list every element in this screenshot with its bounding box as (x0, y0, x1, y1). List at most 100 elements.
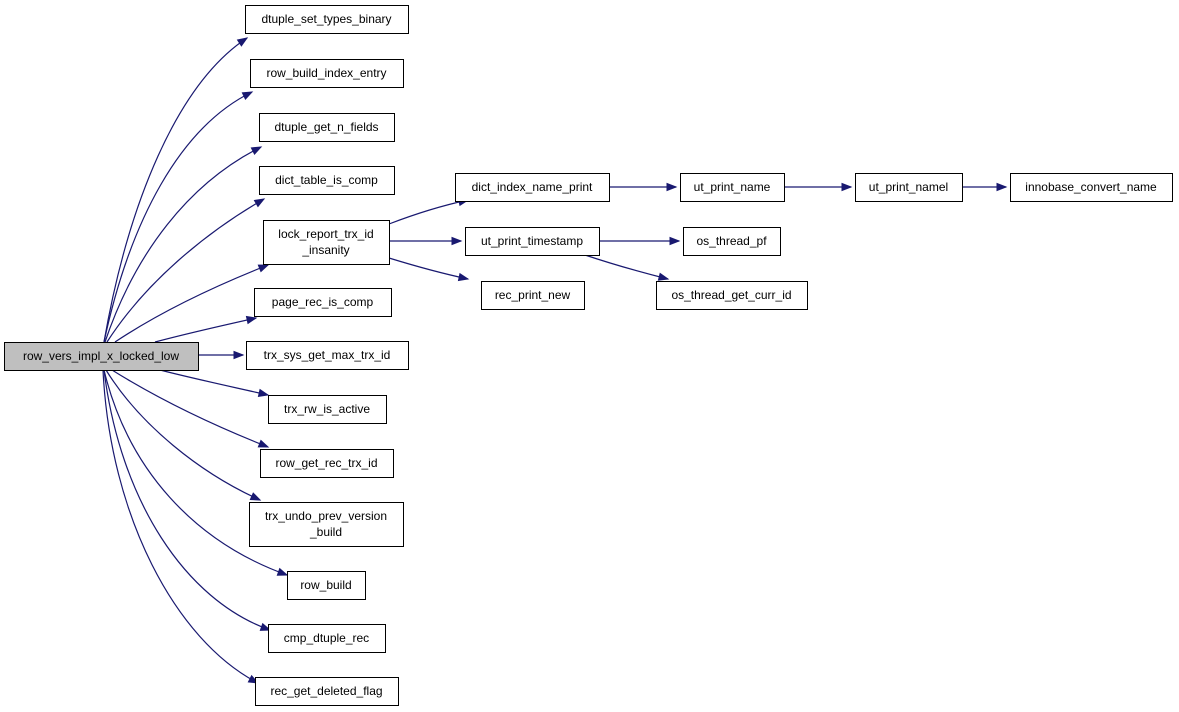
node-label: lock_report_trx_id (278, 227, 373, 241)
arrowhead-root-n10 (249, 492, 262, 501)
call-edges (102, 37, 1008, 684)
node-label: row_vers_impl_x_locked_low (23, 349, 179, 363)
root-function-node[interactable]: row_vers_impl_x_locked_low (4, 342, 199, 371)
edge-root-n9 (111, 369, 269, 448)
arrowhead-n17-n18 (841, 182, 853, 192)
node-label: page_rec_is_comp (272, 295, 374, 309)
node-label: row_build_index_entry (266, 66, 386, 80)
node-box (481, 281, 585, 310)
arrowhead-root-n4 (253, 198, 266, 208)
node-box (246, 341, 409, 370)
function-node[interactable]: cmp_dtuple_rec (268, 624, 386, 653)
arrowhead-root-n11 (276, 567, 289, 576)
node-label: dict_index_name_print (472, 180, 593, 194)
node-label: cmp_dtuple_rec (284, 631, 369, 645)
edge-root-n2 (103, 91, 253, 343)
node-label: dtuple_set_types_binary (261, 12, 391, 26)
function-node[interactable]: trx_rw_is_active (268, 395, 387, 424)
function-node[interactable]: row_build_index_entry (250, 59, 404, 88)
edge-root-n4 (106, 198, 265, 343)
node-label: rec_print_new (495, 288, 571, 302)
function-node[interactable]: page_rec_is_comp (254, 288, 392, 317)
function-node[interactable]: trx_sys_get_max_trx_id (246, 341, 409, 370)
edge-root-n13 (102, 369, 259, 684)
function-node[interactable]: ut_print_timestamp (465, 227, 600, 256)
arrowhead-root-n8 (257, 388, 270, 398)
node-label: ut_print_timestamp (481, 234, 583, 248)
function-node[interactable]: os_thread_pf (683, 227, 781, 256)
arrowhead-root-n9 (257, 439, 270, 448)
node-box (263, 220, 390, 265)
edge-root-n12 (103, 369, 271, 631)
node-box (656, 281, 808, 310)
arrowhead-root-n1 (236, 37, 249, 47)
function-node[interactable]: rec_print_new (481, 281, 585, 310)
edge-n5-n16 (388, 257, 469, 280)
node-label: rec_get_deleted_flag (270, 684, 382, 698)
edge-root-n1 (103, 37, 248, 343)
node-label: dtuple_get_n_fields (274, 120, 378, 134)
node-label: os_thread_pf (696, 234, 767, 248)
node-box (455, 173, 610, 202)
function-node[interactable]: row_get_rec_trx_id (260, 449, 394, 478)
node-box (259, 113, 395, 142)
node-box (249, 502, 404, 547)
edge-n5-n14 (388, 199, 469, 225)
node-box (4, 342, 199, 371)
node-label: trx_rw_is_active (284, 402, 370, 416)
edge-root-n3 (104, 146, 262, 343)
node-label: row_get_rec_trx_id (275, 456, 377, 470)
node-box (465, 227, 600, 256)
edge-root-n8 (159, 369, 269, 396)
arrowhead-n15-n21 (657, 272, 670, 281)
node-box (259, 166, 395, 195)
function-node[interactable]: trx_undo_prev_version _build (249, 502, 404, 547)
function-nodes: row_vers_impl_x_locked_low dtuple_set_typ… (4, 5, 1173, 706)
function-node[interactable]: innobase_convert_name (1010, 173, 1173, 202)
function-node[interactable]: rec_get_deleted_flag (255, 677, 399, 706)
node-box (268, 624, 386, 653)
function-node[interactable]: dict_table_is_comp (259, 166, 395, 195)
node-label: _build (309, 525, 342, 539)
function-node[interactable]: lock_report_trx_id _insanity (263, 220, 390, 265)
node-box (683, 227, 781, 256)
arrowhead-n5-n15 (451, 236, 463, 246)
arrowhead-n5-n16 (457, 272, 470, 282)
function-node[interactable]: ut_print_namel (855, 173, 963, 202)
node-label: trx_sys_get_max_trx_id (264, 348, 391, 362)
node-box (260, 449, 394, 478)
arrowhead-root-n2 (241, 91, 254, 100)
arrowhead-root-n3 (250, 146, 263, 156)
node-label: row_build (300, 578, 351, 592)
function-node[interactable]: os_thread_get_curr_id (656, 281, 808, 310)
arrowhead-n14-n17 (666, 182, 678, 192)
edge-root-n5 (114, 264, 269, 343)
node-box (680, 173, 785, 202)
node-label: trx_undo_prev_version (265, 509, 387, 523)
node-box (855, 173, 963, 202)
node-box (268, 395, 387, 424)
arrowhead-root-n7 (233, 350, 245, 360)
edge-root-n6 (154, 317, 257, 343)
arrowhead-n18-n19 (996, 182, 1008, 192)
node-box (287, 571, 366, 600)
arrowhead-root-n6 (245, 315, 258, 325)
arrowhead-root-n5 (257, 264, 270, 273)
node-box (254, 288, 392, 317)
node-box (1010, 173, 1173, 202)
arrowhead-root-n12 (259, 622, 272, 631)
node-label: dict_table_is_comp (275, 173, 378, 187)
function-node[interactable]: dtuple_get_n_fields (259, 113, 395, 142)
node-label: os_thread_get_curr_id (671, 288, 791, 302)
node-label: _insanity (301, 243, 349, 257)
node-box (245, 5, 409, 34)
function-node[interactable]: dtuple_set_types_binary (245, 5, 409, 34)
node-box (255, 677, 399, 706)
function-node[interactable]: row_build (287, 571, 366, 600)
edge-n15-n21 (584, 254, 669, 280)
node-label: ut_print_name (694, 180, 771, 194)
function-node[interactable]: dict_index_name_print (455, 173, 610, 202)
function-node[interactable]: ut_print_name (680, 173, 785, 202)
edge-root-n11 (103, 369, 288, 576)
